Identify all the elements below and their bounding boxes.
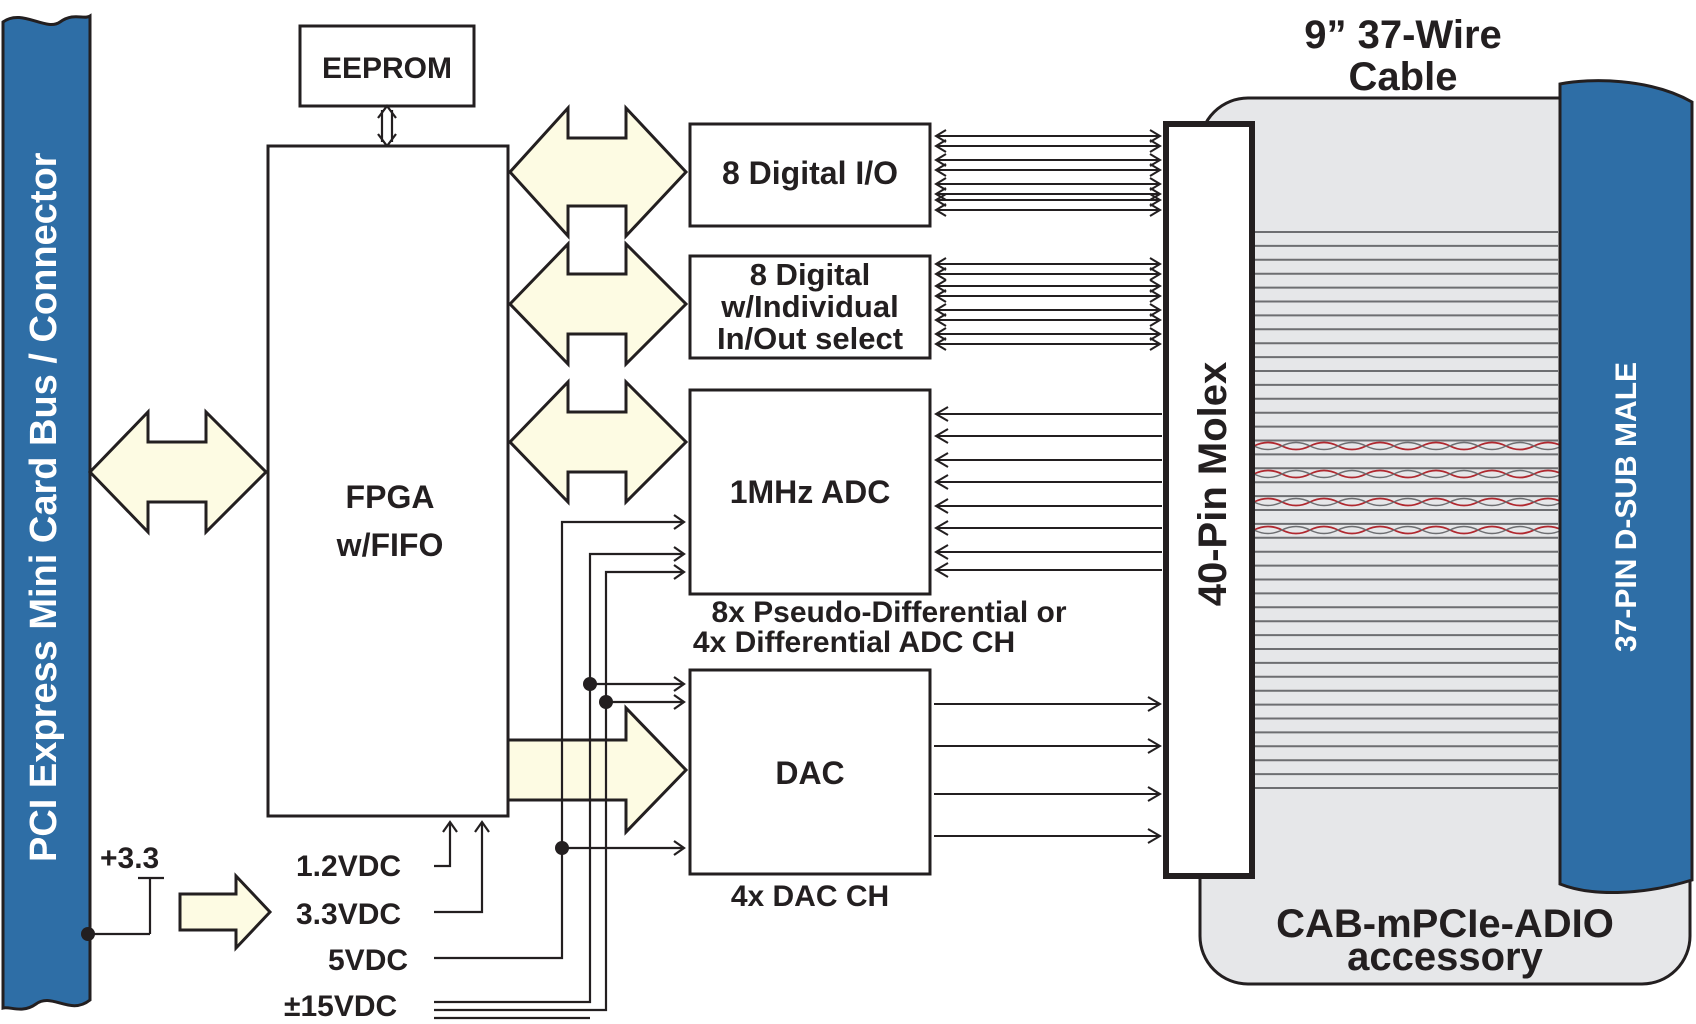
digital-select-line2: w/Individual	[720, 289, 898, 324]
signal-lines	[934, 129, 1162, 844]
fpga-adc-arrow	[507, 378, 689, 506]
dsub-label: 37-PIN D-SUB MALE	[1610, 362, 1643, 652]
bus-label: PCI Express Mini Card Bus / Connector	[23, 152, 65, 862]
molex-connector: 40-Pin Molex	[1163, 121, 1255, 879]
power-input-arrow	[178, 872, 273, 952]
fpga-line1: FPGA	[346, 479, 435, 515]
molex-label: 40-Pin Molex	[1191, 362, 1235, 607]
power-junction-dot	[81, 927, 95, 941]
adc-caption2: 4x Differential ADC CH	[693, 626, 1015, 659]
fpga-digital-select-arrow	[507, 240, 689, 368]
power-input-label: +3.3	[100, 842, 159, 875]
bus-fpga-arrow	[87, 408, 269, 536]
adc-block: 1MHz ADC 8x Pseudo-Differential or 4x Di…	[688, 388, 1067, 659]
fpga-digital-io-arrow	[507, 104, 689, 240]
rail-1v2-label: 1.2VDC	[296, 850, 401, 883]
power-section: +3.3 1.2VDC 3.3VDC 5VDC ±15VDC	[81, 514, 686, 1023]
pci-express-bus: PCI Express Mini Card Bus / Connector	[1, 13, 92, 1011]
adc-label: 1MHz ADC	[730, 474, 891, 510]
digital-io-label: 8 Digital I/O	[722, 155, 898, 191]
fpga-dac-arrow	[506, 704, 689, 836]
eeprom-label: EEPROM	[322, 52, 452, 85]
fpga-block: FPGA w/FIFO	[266, 144, 510, 818]
cable-assembly: 37-PIN D-SUB MALE 9” 37-Wire Cable CAB-m…	[1198, 13, 1694, 986]
digital-select-line3: In/Out select	[717, 321, 903, 356]
rail-3v3-label: 3.3VDC	[296, 898, 401, 931]
eeprom-block: EEPROM	[298, 24, 476, 148]
ribbon-wires	[1254, 231, 1558, 789]
accessory-line2: accessory	[1347, 935, 1543, 979]
twisted-pairs	[1253, 441, 1591, 535]
rail-5v-label: 5VDC	[328, 944, 408, 977]
rail-15v-label: ±15VDC	[284, 990, 397, 1023]
fpga-line2: w/FIFO	[336, 527, 444, 563]
cable-title-line2: Cable	[1349, 55, 1458, 99]
digital-io-block: 8 Digital I/O	[688, 122, 932, 228]
digital-select-block: 8 Digital w/Individual In/Out select	[688, 254, 932, 360]
dac-block: DAC 4x DAC CH	[688, 668, 932, 913]
digital-select-line1: 8 Digital	[750, 257, 871, 292]
cable-title-line1: 9” 37-Wire	[1304, 13, 1502, 57]
accessory-line1: CAB-mPCIe-ADIO	[1276, 902, 1614, 946]
adc-caption1: 8x Pseudo-Differential or	[711, 596, 1066, 629]
dac-caption: 4x DAC CH	[731, 880, 889, 913]
dsub-connector	[1558, 79, 1694, 894]
dac-label: DAC	[775, 755, 844, 791]
